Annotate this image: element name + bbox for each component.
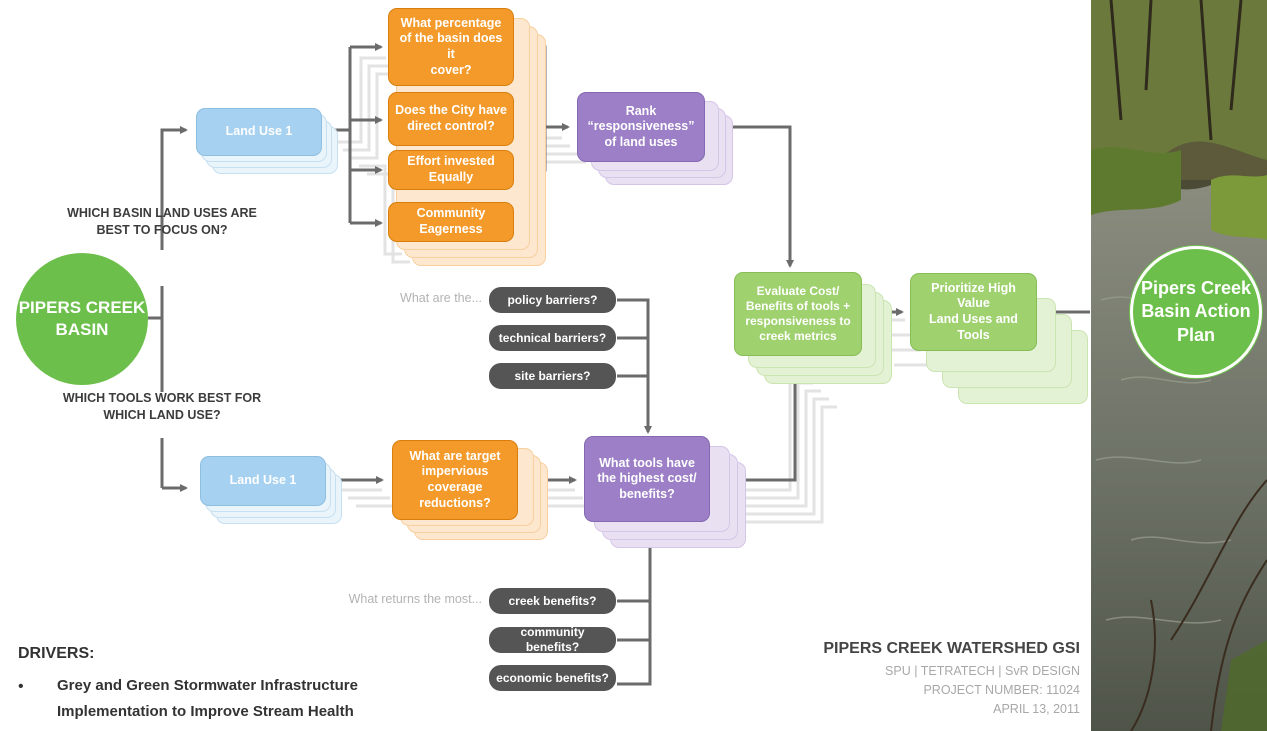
lower-land-use-label: Land Use 1: [229, 473, 297, 488]
end-circle-line1: Pipers Creek: [1140, 277, 1252, 298]
upper-question-line1: WHICH BASIN LAND USES ARE: [67, 206, 257, 220]
project-date: APRIL 13, 2011: [993, 702, 1080, 716]
lower-question-label: WHICH TOOLS WORK BEST FOR WHICH LAND USE…: [62, 390, 262, 424]
criteria-box-control: Does the City have direct control?: [388, 92, 514, 146]
lower-question-line2: WHICH LAND USE?: [103, 407, 221, 422]
rank-line2: “responsiveness”: [587, 119, 695, 134]
community-benefits-pill: community benefits?: [489, 625, 616, 654]
technical-barriers-label: technical barriers?: [498, 330, 607, 345]
evaluate-line2: Benefits of tools +: [745, 299, 851, 313]
target-line2: impervious coverage: [421, 464, 489, 494]
upper-question-line2: BEST TO FOCUS ON?: [96, 222, 228, 237]
criteria-coverage-line2: of the basin does it: [399, 31, 503, 61]
evaluate-cost-benefits-box: Evaluate Cost/ Benefits of tools + respo…: [734, 272, 862, 356]
economic-benefits-label: economic benefits?: [496, 670, 609, 685]
criteria-effort-label: Effort invested Equally: [407, 154, 495, 184]
project-partners: SPU | TETRATECH | SvR DESIGN: [885, 664, 1080, 678]
basin-action-plan-circle: Pipers Creek Basin Action Plan: [1130, 246, 1262, 378]
economic-benefits-pill: economic benefits?: [489, 665, 616, 691]
criteria-control-line2: direct control?: [407, 119, 495, 133]
tools-line3: benefits?: [619, 486, 675, 501]
evaluate-line4: creek metrics: [759, 329, 837, 343]
drivers-bullet: •: [18, 678, 24, 695]
start-circle-line2: BASIN: [55, 320, 109, 339]
drivers-line2: Implementation to Improve Stream Health: [57, 703, 354, 720]
prioritize-line1: Prioritize High Value: [931, 280, 1016, 311]
target-line3: reductions?: [419, 495, 491, 510]
criteria-box-eagerness: Community Eagerness: [388, 202, 514, 242]
criteria-coverage-line1: What percentage: [400, 15, 502, 30]
rank-line1: Rank: [625, 103, 657, 118]
start-circle-line1: PIPERS CREEK: [18, 297, 146, 317]
policy-barriers-pill: policy barriers?: [489, 287, 616, 313]
pipers-creek-basin-circle: PIPERS CREEK BASIN: [16, 253, 148, 385]
upper-question-label: WHICH BASIN LAND USES ARE BEST TO FOCUS …: [62, 205, 262, 239]
prioritize-land-uses-box: Prioritize High Value Land Uses and Tool…: [910, 273, 1037, 351]
project-number: PROJECT NUMBER: 11024: [923, 683, 1080, 697]
lower-land-use-box: Land Use 1: [200, 456, 326, 506]
criteria-coverage-line3: cover?: [430, 62, 472, 77]
target-coverage-box: What are target impervious coverage redu…: [392, 440, 518, 520]
tools-cost-benefit-box: What tools have the highest cost/ benefi…: [584, 436, 710, 522]
criteria-box-coverage: What percentage of the basin does it cov…: [388, 8, 514, 86]
evaluate-line3: responsiveness to: [745, 314, 851, 328]
criteria-box-effort: Effort invested Equally: [388, 150, 514, 190]
creek-benefits-label: creek benefits?: [508, 593, 597, 608]
site-barriers-pill: site barriers?: [489, 363, 616, 389]
creek-benefits-pill: creek benefits?: [489, 588, 616, 614]
tools-line1: What tools have: [599, 455, 695, 470]
returns-prompt: What returns the most...: [348, 592, 482, 606]
drivers-heading: DRIVERS:: [18, 645, 95, 662]
upper-land-use-box: Land Use 1: [196, 108, 322, 156]
evaluate-line1: Evaluate Cost/: [756, 284, 840, 298]
rank-line3: of land uses: [604, 134, 678, 149]
tools-line2: the highest cost/: [597, 471, 697, 486]
barriers-prompt: What are the...: [400, 291, 482, 305]
prioritize-line2: Land Uses and Tools: [929, 312, 1018, 342]
rank-responsiveness-box: Rank “responsiveness” of land uses: [577, 92, 705, 162]
target-line1: What are target: [409, 448, 501, 463]
policy-barriers-label: policy barriers?: [507, 292, 598, 307]
site-barriers-label: site barriers?: [514, 368, 591, 383]
criteria-eagerness-label: Community Eagerness: [416, 206, 486, 236]
lower-question-line1: WHICH TOOLS WORK BEST FOR: [62, 391, 262, 405]
community-benefits-label: community benefits?: [520, 625, 585, 654]
end-circle-line3: Plan: [1176, 324, 1215, 345]
end-circle-line2: Basin Action: [1141, 301, 1251, 322]
upper-land-use-label: Land Use 1: [225, 124, 293, 139]
criteria-control-line1: Does the City have: [395, 103, 507, 118]
project-title: PIPERS CREEK WATERSHED GSI: [823, 640, 1080, 657]
drivers-line1: Grey and Green Stormwater Infrastructure: [57, 677, 358, 694]
technical-barriers-pill: technical barriers?: [489, 325, 616, 351]
